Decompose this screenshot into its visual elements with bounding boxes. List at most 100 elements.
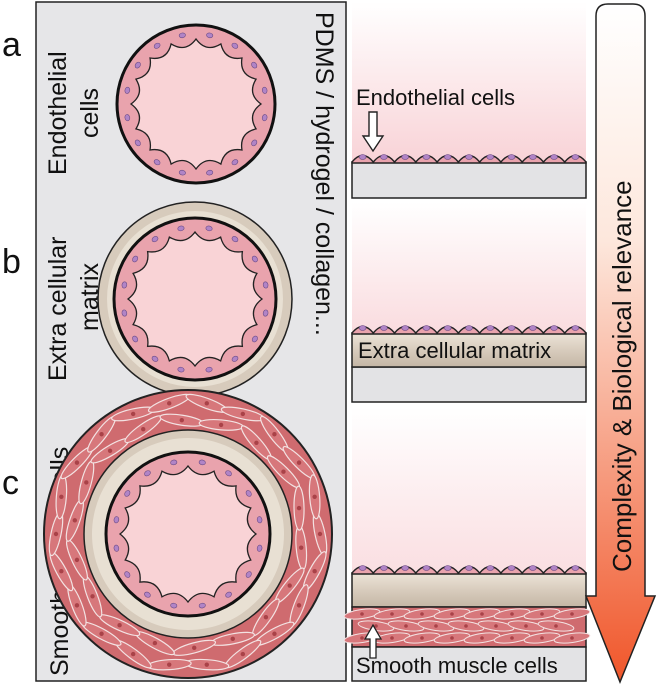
- vessel-cross-section-a: [115, 23, 277, 185]
- muscle-nucleus: [72, 518, 78, 523]
- muscle-nucleus: [130, 411, 136, 417]
- muscle-nucleus: [84, 480, 89, 485]
- muscle-nucleus: [540, 636, 544, 640]
- endothelial-cells-label: Endothelial cells: [356, 85, 515, 110]
- muscle-nucleus: [420, 612, 424, 616]
- nucleus: [256, 516, 263, 524]
- muscle-nucleus: [296, 505, 302, 511]
- muscle-nucleus: [464, 624, 468, 628]
- nucleus: [422, 154, 431, 160]
- nucleus: [507, 565, 516, 571]
- nucleus: [177, 225, 185, 232]
- muscle-nucleus: [59, 494, 64, 500]
- nucleus: [231, 236, 239, 243]
- nucleus: [151, 236, 159, 243]
- muscle-nucleus: [450, 612, 454, 616]
- nucleus: [486, 565, 494, 571]
- muscle-nucleus: [480, 612, 484, 616]
- nucleus: [153, 42, 161, 49]
- nucleus: [132, 335, 139, 343]
- nucleus: [225, 591, 232, 598]
- muscle-nucleus: [420, 636, 424, 640]
- nucleus: [486, 154, 494, 160]
- muscle-nucleus: [240, 411, 246, 417]
- ecm-layer: [351, 332, 587, 368]
- nucleus: [571, 325, 580, 331]
- muscle-nucleus: [240, 651, 246, 657]
- nucleus: [401, 325, 409, 331]
- muscle-nucleus: [218, 422, 224, 428]
- muscle-nucleus: [74, 460, 80, 465]
- muscle-nucleus: [204, 662, 209, 667]
- nucleus: [444, 325, 452, 331]
- nucleus: [550, 325, 558, 331]
- nucleus: [529, 325, 537, 331]
- endothelial-pointer-arrow: [361, 111, 385, 153]
- nucleus: [134, 61, 141, 69]
- nucleus: [251, 255, 258, 263]
- muscle-nucleus: [74, 603, 80, 608]
- side-panel-a: Endothelial cells: [351, 2, 587, 199]
- nucleus: [170, 459, 178, 466]
- muscle-nucleus: [296, 603, 302, 608]
- muscle-nucleus: [450, 636, 454, 640]
- ecm-layer-c: [351, 572, 587, 608]
- smooth-muscle-label: Smooth muscle cells: [356, 653, 558, 678]
- nucleus: [465, 565, 473, 571]
- nucleus: [225, 470, 232, 477]
- vessel-lumen: [129, 37, 263, 171]
- muscle-nucleus: [312, 494, 317, 500]
- nucleus: [206, 169, 214, 176]
- nucleus: [507, 325, 516, 331]
- nucleus: [170, 602, 178, 609]
- nucleus: [124, 571, 131, 578]
- nucleus: [132, 255, 139, 263]
- nucleus: [380, 154, 388, 160]
- muscle-nucleus: [117, 622, 122, 628]
- nucleus: [358, 565, 367, 571]
- nucleus: [231, 355, 239, 362]
- substrate-label: PDMS / hydrogel / collagen...: [310, 12, 338, 336]
- nucleus: [486, 325, 494, 331]
- nucleus: [124, 490, 131, 497]
- muscle-nucleus: [99, 631, 104, 636]
- muscle-nucleus: [374, 624, 378, 628]
- row-letter-a: a: [2, 26, 21, 64]
- side-panel-b: Extra cellular matrix: [351, 202, 587, 403]
- muscle-nucleus: [540, 612, 544, 616]
- muscle-nucleus: [152, 640, 158, 646]
- nucleus: [358, 325, 367, 331]
- muscle-nucleus: [494, 624, 498, 628]
- muscle-nucleus: [510, 636, 514, 640]
- vessel-lumen: [126, 230, 264, 368]
- muscle-nucleus: [281, 469, 286, 474]
- muscle-nucleus: [312, 568, 317, 574]
- nucleus: [465, 325, 473, 331]
- muscle-nucleus: [298, 545, 304, 550]
- nucleus: [178, 32, 186, 39]
- muscle-nucleus: [524, 624, 528, 628]
- nucleus: [124, 86, 131, 94]
- label-endothelial-line2: cells: [76, 88, 104, 138]
- label-ecm-line1: Extra cellular: [44, 237, 72, 382]
- nucleus: [245, 490, 252, 497]
- nucleus: [465, 154, 473, 160]
- muscle-nucleus: [272, 432, 277, 437]
- muscle-nucleus: [74, 557, 80, 563]
- nucleus: [401, 565, 409, 571]
- muscle-nucleus: [272, 631, 277, 636]
- nucleus: [251, 335, 258, 343]
- muscle-nucleus: [99, 432, 104, 437]
- nucleus: [401, 154, 409, 160]
- muscle-nucleus: [510, 612, 514, 616]
- muscle-nucleus: [167, 401, 172, 406]
- row-letter-c: c: [2, 464, 19, 502]
- nucleus: [231, 42, 239, 49]
- nucleus: [261, 114, 268, 122]
- muscle-nucleus: [130, 651, 136, 657]
- muscle-nucleus: [404, 624, 408, 628]
- vessel-cross-section-b: [97, 201, 293, 397]
- nucleus: [124, 114, 131, 122]
- nucleus: [245, 571, 252, 578]
